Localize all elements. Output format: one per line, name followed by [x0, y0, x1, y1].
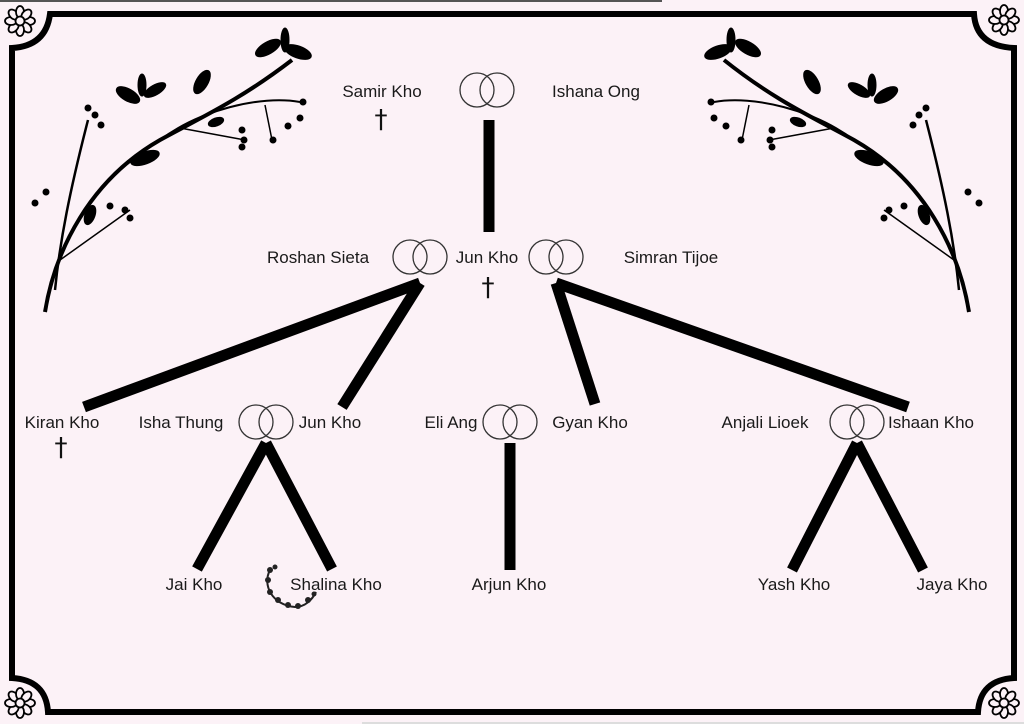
cross-icon: †	[481, 273, 495, 303]
person-ishana-ong: Ishana Ong	[552, 82, 640, 101]
connector-isha-jun-to-jai	[192, 440, 271, 572]
flower-icon	[988, 687, 1020, 719]
floral-branch-icon	[31, 27, 312, 313]
connector-anjali-ishaan-to-jaya	[852, 440, 928, 573]
person-gyan-kho: Gyan Kho	[552, 413, 628, 432]
person-kiran-kho: Kiran Kho	[24, 413, 100, 432]
connector-roshan-to-kiran	[82, 277, 422, 413]
interlocking-rings-icon	[829, 404, 885, 440]
flower-icon	[4, 5, 36, 37]
person-samir-kho: Samir Kho	[342, 82, 422, 101]
person-jun-kho: Jun Kho	[298, 413, 362, 432]
connector-simran-to-gyan	[550, 281, 601, 406]
frame-border	[9, 11, 1017, 715]
person-simran-tijoe: Simran Tijoe	[623, 248, 719, 267]
interlocking-rings-icon	[528, 239, 584, 275]
interlocking-rings-icon	[459, 72, 515, 108]
connector-anjali-ishaan-to-yash	[787, 440, 862, 573]
person-ishaan-kho: Ishaan Kho	[887, 413, 975, 432]
interlocking-rings-icon	[392, 239, 448, 275]
flower-icon	[4, 687, 36, 719]
cross-icon: †	[374, 105, 388, 135]
person-roshan-sieta: Roshan Sieta	[266, 248, 370, 267]
person-shalina-kho: Shalina Kho	[290, 575, 382, 594]
person-anjali-lioek: Anjali Lioek	[721, 413, 809, 432]
floral-branch-icon	[704, 27, 983, 313]
connector-simran-to-ishaan	[554, 277, 910, 413]
person-jun-kho-elder: Jun Kho	[455, 248, 519, 267]
bottom-edge-line	[362, 722, 1024, 724]
person-yash-kho: Yash Kho	[757, 575, 831, 594]
connector-isha-jun-to-shalina	[261, 440, 337, 572]
flower-icon	[988, 4, 1020, 36]
person-arjun-kho: Arjun Kho	[471, 575, 547, 594]
person-isha-thung: Isha Thung	[138, 413, 224, 432]
cross-icon: †	[54, 433, 68, 463]
top-edge-line	[0, 0, 662, 2]
person-jai-kho: Jai Kho	[165, 575, 223, 594]
floral-wreath-icon	[265, 564, 317, 609]
interlocking-rings-icon	[238, 404, 294, 440]
connector-roshan-to-jun	[337, 280, 425, 410]
person-eli-ang: Eli Ang	[424, 413, 478, 432]
person-jaya-kho: Jaya Kho	[916, 575, 988, 594]
interlocking-rings-icon	[482, 404, 538, 440]
